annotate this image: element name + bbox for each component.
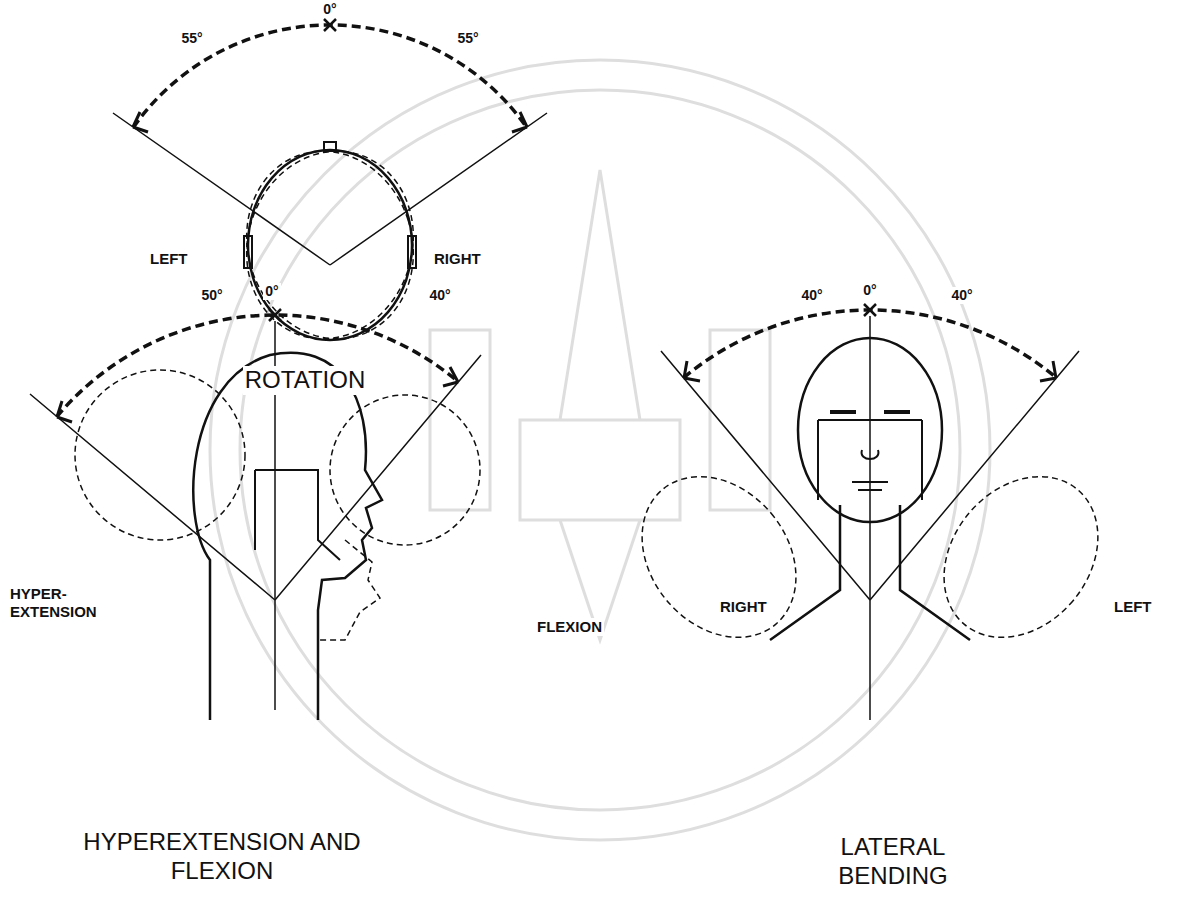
view-caption: HYPEREXTENSION AND FLEXION (80, 828, 364, 886)
degree-label: 40° (427, 287, 452, 304)
direction-label: LEFT (148, 250, 190, 268)
degree-label: 55° (455, 30, 480, 47)
degree-label: 55° (179, 30, 204, 47)
hyperextension-flexion-figure (30, 309, 481, 720)
direction-label: RIGHT (432, 250, 483, 268)
degree-label: 0° (263, 283, 280, 300)
watermark-seal (210, 60, 990, 840)
lateral-bending-figure (610, 304, 1129, 720)
view-caption: ROTATION (243, 366, 367, 395)
degree-label: 50° (199, 287, 224, 304)
view-caption: LATERAL BENDING (791, 833, 995, 891)
rotation-figure (113, 19, 547, 361)
degree-label: 40° (949, 287, 974, 304)
degree-label: 0° (861, 282, 878, 299)
motion-label: FLEXION (535, 618, 604, 636)
motion-label: HYPER- EXTENSION (8, 585, 112, 621)
direction-label: LEFT (1112, 598, 1154, 616)
direction-label: RIGHT (718, 598, 769, 616)
degree-label: 40° (799, 287, 824, 304)
degree-label: 0° (321, 1, 338, 18)
